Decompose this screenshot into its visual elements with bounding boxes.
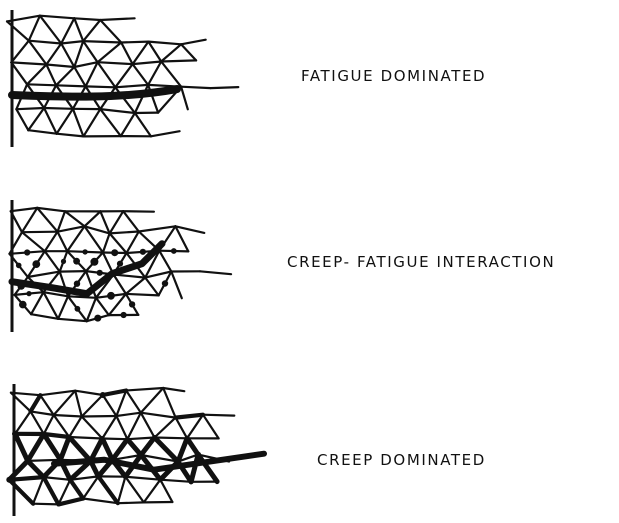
fatigue-dominated-label: FATIGUE DOMINATED xyxy=(301,67,486,85)
fatigue-dominated-schematic xyxy=(7,10,238,147)
creep-fatigue-interaction-schematic xyxy=(10,200,232,332)
creep-dominated-schematic xyxy=(6,384,264,516)
creep-dominated-label: CREEP DOMINATED xyxy=(317,451,486,469)
creep-fatigue-interaction-label: CREEP- FATIGUE INTERACTION xyxy=(287,253,555,271)
